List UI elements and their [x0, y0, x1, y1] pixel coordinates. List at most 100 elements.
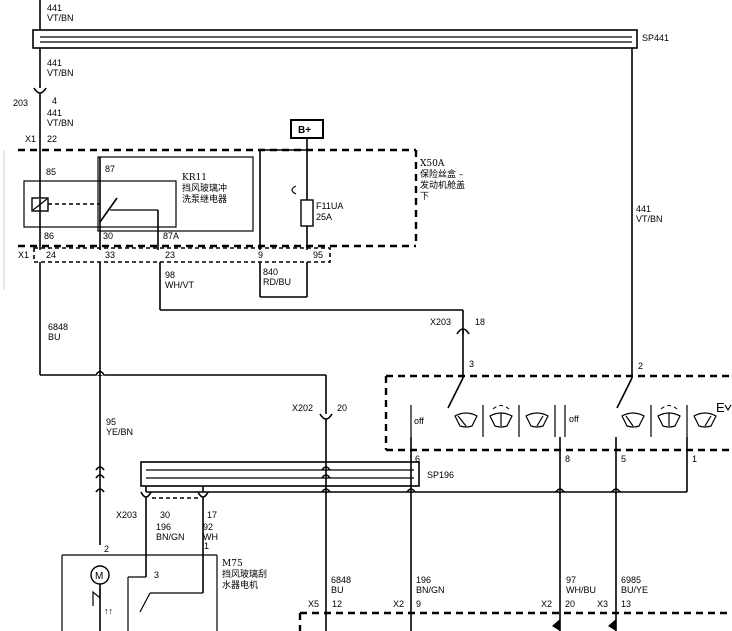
wiper-interval-icon [489, 405, 513, 428]
fuse-block-line3: 下 [420, 192, 429, 202]
relay-name-line1: 挡风玻璃冲 [182, 182, 227, 194]
motor-name-line2: 水器电机 [222, 579, 258, 591]
connector-pin-x2b: 20 [565, 599, 575, 609]
bottom-connectors: X5 12 X2 9 X2 20 X3 13 [298, 599, 732, 631]
x203b-pin-30: 30 [160, 510, 170, 520]
x203b-pin-17: 17 [207, 510, 217, 520]
connector-label-x1a: X1 [25, 134, 36, 144]
switch-pin-5: 5 [621, 454, 626, 464]
motor-name-line1: 挡风玻璃刮 [222, 568, 267, 580]
x1b-pin-95: 95 [313, 250, 323, 260]
wiper-auto-icon [657, 405, 681, 428]
wire-num-98: 98 [165, 270, 175, 280]
connector-label-x203a: X203 [430, 317, 451, 327]
wire-num-840: 840 [263, 267, 278, 277]
thermal-switch-icon [92, 588, 101, 606]
connector-label-x5: X5 [308, 599, 319, 609]
relay-name-line2: 洗泵继电器 [182, 193, 227, 205]
wire-color-6848-b: BU [331, 585, 344, 595]
switch-contact-b-icon [616, 377, 633, 409]
connector-pin-203: 4 [52, 96, 57, 106]
motor-symbol: M [95, 571, 103, 582]
relay-pin-85: 85 [46, 167, 56, 177]
wire-color-441-top: VT/BN [47, 13, 74, 23]
connector-pin-x1a: 22 [47, 134, 57, 144]
motor-pin-1: 1 [204, 541, 209, 551]
wire-color-98: WH/VT [165, 280, 194, 290]
wire-num-441-b: 441 [47, 108, 62, 118]
wire-num-6848-b: 6848 [331, 575, 351, 585]
arrow-left-icon [552, 619, 560, 631]
wire-num-441-a: 441 [47, 58, 62, 68]
wire-num-92: 92 [203, 522, 213, 532]
connector-label-x203b: X203 [116, 510, 137, 520]
relay-kr11: 85 87 86 30 87A KR11 挡风玻璃冲 洗泵继电器 [23, 156, 254, 241]
switch-contact-a-icon [447, 377, 464, 409]
wire-num-441-top: 441 [47, 3, 62, 13]
fuse-block-code: X50A [420, 159, 445, 169]
motor-pin-2: 2 [104, 544, 109, 554]
wire-color-441-right: VT/BN [636, 214, 663, 224]
wiper-mist-icon: E [693, 400, 732, 428]
fuse-block-x50a: X50A 保险丝盒 – 发动机舱盖 下 [18, 148, 465, 248]
connector-x203b: X203 30 17 [116, 491, 217, 520]
wire-color-92: WH [203, 532, 218, 542]
connector-label-203: 203 [13, 98, 28, 108]
fuse-block-line2: 发动机舱盖 [420, 179, 465, 191]
arrow-left-icon-2 [608, 619, 616, 631]
wire-num-97: 97 [566, 575, 576, 585]
connector-label-x3: X3 [597, 599, 608, 609]
wire-num-196-b: 196 [416, 575, 431, 585]
wire-color-196-a: BN/GN [156, 532, 185, 542]
splice-sp196: SP196 [140, 461, 454, 487]
crossovers [95, 466, 621, 493]
connector-x203a: X203 18 [430, 317, 485, 378]
relay-pin-87: 87 [105, 164, 115, 174]
splice-label-sp441: SP441 [642, 33, 669, 43]
connector-203: 203 4 [13, 87, 57, 108]
x1b-pin-33: 33 [105, 250, 115, 260]
wire-color-6985: BU/YE [621, 585, 648, 595]
fuse-tap-icon [291, 185, 297, 195]
motor-m75: 2 3 1 M75 挡风玻璃刮 水器电机 M [61, 541, 267, 631]
wiper-low-icon [525, 412, 549, 428]
b-plus-supply: B+ [290, 119, 324, 139]
splice-label-sp196: SP196 [427, 470, 454, 480]
motor-pin-3: 3 [154, 570, 159, 580]
connector-pin-x3: 13 [621, 599, 631, 609]
x1b-pin-9: 9 [258, 250, 263, 260]
connector-x202: X202 20 [292, 403, 347, 631]
fuse-rating: 25A [316, 212, 332, 222]
wiper-switch: off off [384, 374, 732, 464]
wire-num-441-right: 441 [636, 204, 651, 214]
switch-pin-6: 6 [415, 454, 420, 464]
connector-label-x1b: X1 [18, 250, 29, 260]
wire-color-95: YE/BN [106, 427, 133, 437]
connector-pin-x203a: 18 [475, 317, 485, 327]
wire-num-6985: 6985 [621, 575, 641, 585]
connector-pin-x2a: 9 [416, 599, 421, 609]
switch-pin-2: 2 [638, 361, 643, 371]
switch-pin-8: 8 [565, 454, 570, 464]
svg-text:E: E [716, 400, 725, 415]
relay-pin-30: 30 [103, 231, 113, 241]
fuse-code: F11UA [316, 201, 343, 211]
switch-off-1: off [414, 416, 424, 426]
wire-color-196-b: BN/GN [416, 585, 445, 595]
splice-sp441: SP441 [32, 29, 669, 49]
wire-num-6848: 6848 [48, 322, 68, 332]
x1b-pin-24: 24 [46, 250, 56, 260]
wiper-off-icon [454, 412, 478, 428]
connector-x1b: X1 24 33 23 9 95 [18, 247, 331, 263]
relay-pin-87a: 87A [163, 231, 179, 241]
switch-pin-3: 3 [469, 359, 474, 369]
x1b-pin-23: 23 [165, 250, 175, 260]
wire-color-6848: BU [48, 332, 61, 342]
switch-pin-1: 1 [692, 454, 697, 464]
connector-label-x2b: X2 [541, 599, 552, 609]
fuse-block-line1: 保险丝盒 – [420, 168, 464, 180]
wire-color-441-b: VT/BN [47, 118, 74, 128]
relay-pin-86: 86 [44, 231, 54, 241]
connector-pin-x202: 20 [337, 403, 347, 413]
